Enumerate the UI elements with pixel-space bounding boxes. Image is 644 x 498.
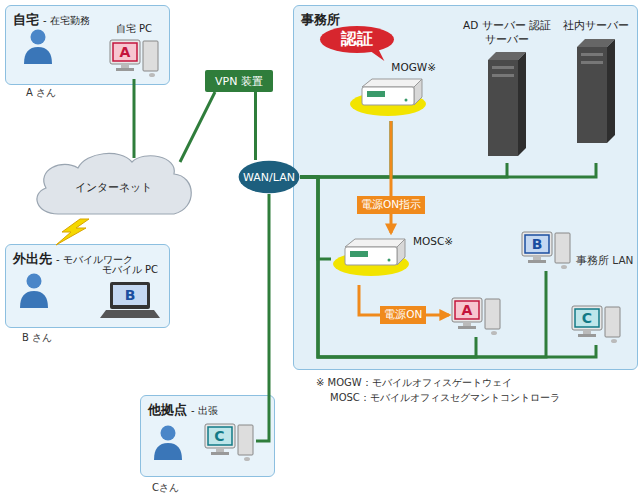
network-link (133, 79, 136, 158)
network-ellipse: WAN/LAN (238, 160, 300, 194)
server-label: 社内サーバー (563, 19, 629, 33)
person-name: A さん (26, 86, 56, 100)
server-label: AD サーバー 認証サーバー (459, 19, 555, 46)
group-subheading: - 在宅勤務 (43, 15, 90, 26)
person-name: Cさん (152, 481, 179, 495)
group-subheading: - モバイルワーク (56, 254, 133, 265)
pc-icon: C (569, 301, 623, 345)
laptop-icon: モバイル PC B (93, 263, 167, 325)
screen-letter: C (575, 309, 599, 327)
server-box: 社内サーバー (557, 19, 635, 163)
controller-drawing (331, 233, 411, 279)
screen-letter: B (525, 235, 549, 253)
network-link (390, 121, 393, 233)
bubble-label: 認証 (341, 29, 373, 50)
server-drawing (575, 37, 617, 145)
screen-letter: C (208, 427, 232, 445)
office-box: 事務所認証 MOGW※ AD サーバー 認証サーバー社内サーバー MOSC※ A B C (293, 5, 638, 370)
network-link (300, 177, 596, 357)
device-caption: 自宅 PC (116, 22, 152, 36)
network-link (300, 163, 507, 177)
group-subheading: - 出張 (191, 405, 218, 416)
pc-drawing (108, 39, 160, 79)
network-link (300, 177, 476, 357)
internet-cloud: インターネット (28, 148, 198, 218)
footnote: MOSC：モバイルオフィスセグマントコントローラ (330, 391, 560, 405)
pc-icon: 自宅 PC A (101, 19, 167, 79)
pc-icon: B (519, 227, 573, 271)
screen-letter: A (113, 43, 137, 61)
location-box: 他拠点 - 出張 C (140, 395, 275, 477)
network-link (256, 194, 269, 441)
network-link (300, 121, 391, 177)
location-box: 自宅 - 在宅勤務自宅 PC A (5, 5, 170, 85)
edge-label: 電源ON指示 (357, 196, 425, 214)
server-box: AD サーバー 認証サーバー (459, 19, 555, 163)
group-heading: 他拠点 (148, 402, 187, 417)
person-name: B さん (22, 331, 52, 345)
cloud-label: インターネット (75, 180, 152, 195)
server-drawing (486, 50, 528, 158)
gateway-drawing (348, 73, 428, 117)
screen-letter: B (113, 285, 147, 305)
pc-drawing (203, 423, 255, 463)
network-link (254, 92, 257, 160)
group-heading: 自宅 (13, 12, 39, 27)
vpn-box: VPN 装置 (205, 70, 273, 92)
pc-icon: C (201, 419, 256, 463)
group-heading: 外出先 (13, 251, 52, 266)
pc-drawing (450, 297, 502, 337)
network-link (300, 163, 596, 177)
wireless-bolt (56, 219, 89, 245)
gateway-device: MOGW※ (346, 61, 436, 121)
group-heading: 事務所 (301, 12, 340, 27)
screen-letter: A (455, 301, 479, 319)
controller-device: MOSC※ (331, 233, 457, 285)
device-label: VPN 装置 (215, 74, 263, 89)
auth-bubble: 認証 (319, 25, 395, 61)
network-link (300, 177, 546, 357)
network-link (300, 177, 331, 259)
device-label: MOSC※ (413, 235, 453, 247)
network-label: WAN/LAN (243, 171, 295, 184)
pc-drawing (520, 231, 572, 271)
footnote: ※ MOGW：モバイルオフィスゲートウェイ (316, 376, 512, 390)
network-link (180, 92, 215, 162)
network-label: 事務所 LAN (576, 254, 633, 268)
device-caption: モバイル PC (102, 263, 158, 277)
pc-drawing (570, 305, 622, 345)
device-label: MOGW※ (391, 61, 436, 73)
edge-label: 電源ON (380, 306, 426, 324)
pc-icon: A (449, 293, 503, 337)
